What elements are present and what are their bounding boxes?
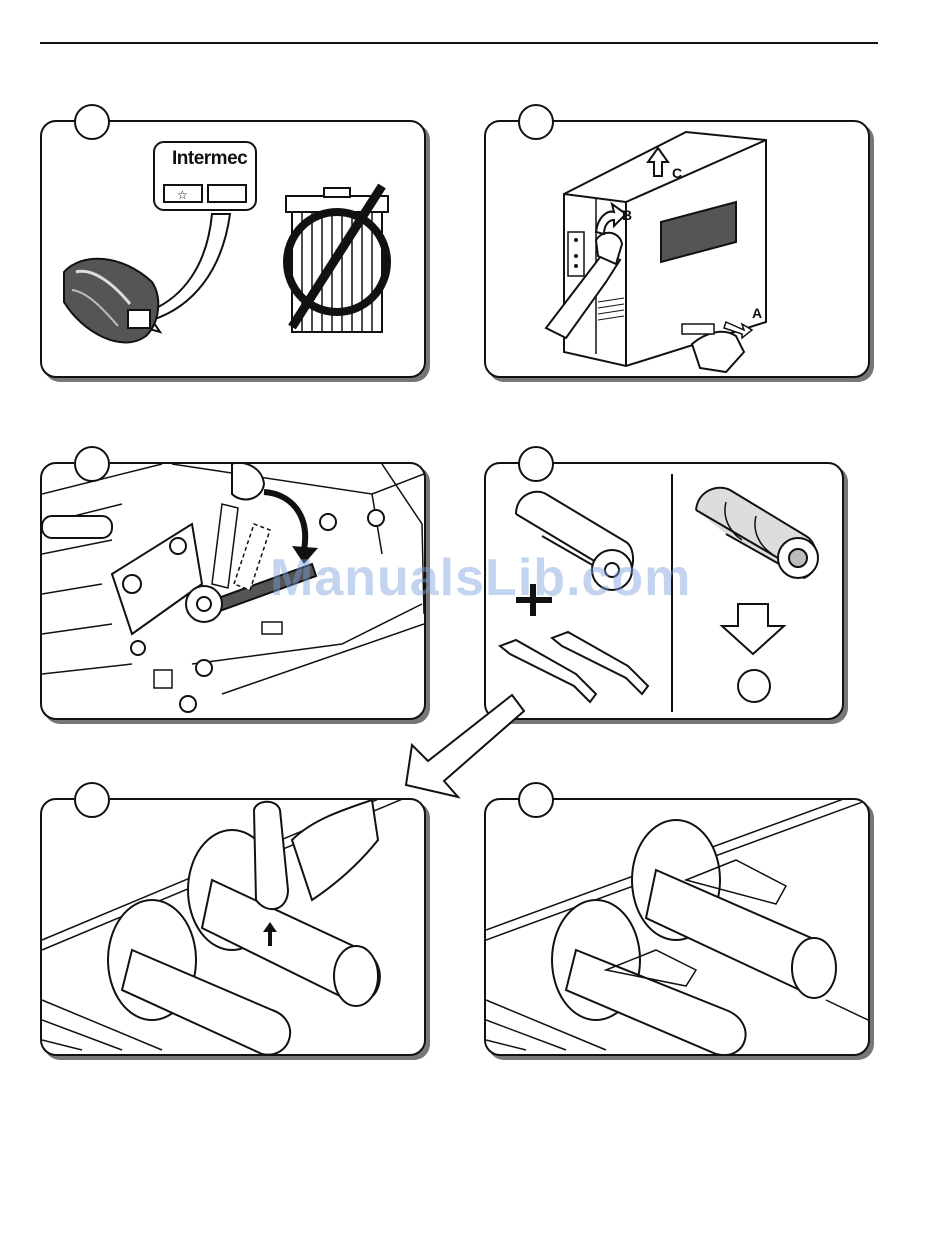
header-rule bbox=[40, 42, 878, 44]
ribbon-label-illustration: Intermec ☆ bbox=[42, 122, 424, 376]
step-circle-3 bbox=[74, 446, 110, 482]
panel-install-core bbox=[40, 798, 426, 1056]
step-circle-4 bbox=[518, 446, 554, 482]
cores-installed-illustration bbox=[486, 800, 868, 1054]
label-b: B bbox=[622, 207, 632, 223]
panel-cores-installed bbox=[484, 798, 870, 1056]
step-circle-5 bbox=[74, 782, 110, 818]
label-a: A bbox=[752, 305, 762, 321]
star-icon: ☆ bbox=[177, 188, 188, 202]
panel-ribbon-label: Intermec ☆ bbox=[40, 120, 426, 378]
flow-arrow-icon bbox=[400, 685, 530, 815]
label-c: C bbox=[672, 165, 682, 181]
step-circle-1 bbox=[74, 104, 110, 140]
printer-illustration: B C A bbox=[486, 122, 868, 376]
step-circle-2 bbox=[518, 104, 554, 140]
install-core-illustration bbox=[42, 800, 424, 1054]
watermark-text: ManualsLib.com bbox=[270, 548, 691, 608]
panel-open-printer: B C A bbox=[484, 120, 870, 378]
brand-text: Intermec bbox=[172, 148, 248, 169]
